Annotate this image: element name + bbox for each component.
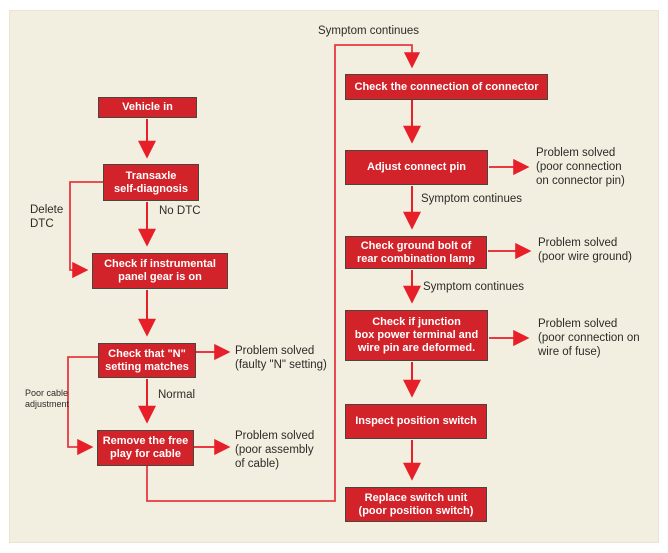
label-problem-solved-cable: Problem solved (poor assembly of cable)	[235, 430, 315, 470]
label-problem-solved-wire-ground: Problem solved (poor wire ground)	[538, 237, 632, 263]
node-check-junction-box: Check if junction box power terminal and…	[345, 310, 488, 361]
node-check-connector: Check the connection of connector	[345, 74, 548, 100]
node-check-n-setting: Check that "N" setting matches	[98, 343, 196, 378]
label-problem-solved-fuse: Problem solved (poor connection on wire …	[538, 318, 640, 358]
label-symptom-continues-top: Symptom continues	[318, 25, 419, 37]
label-symptom-continues-1: Symptom continues	[421, 193, 522, 205]
label-delete-dtc: Delete DTC	[30, 204, 64, 230]
node-check-instrument-panel: Check if instrumental panel gear is on	[92, 253, 228, 289]
node-adjust-connect-pin: Adjust connect pin	[345, 150, 488, 185]
node-check-ground-bolt: Check ground bolt of rear combination la…	[345, 236, 487, 269]
label-no-dtc: No DTC	[159, 205, 201, 217]
label-problem-solved-n-setting: Problem solved (faulty "N" setting)	[235, 345, 327, 371]
label-poor-cable-adjustment: Poor cable adjustment	[25, 388, 70, 409]
node-remove-free-play: Remove the free play for cable	[97, 430, 194, 466]
label-problem-solved-connector-pin: Problem solved (poor connection on conne…	[536, 147, 625, 187]
node-vehicle-in: Vehicle in	[98, 97, 197, 118]
node-replace-switch-unit: Replace switch unit (poor position switc…	[345, 487, 487, 522]
node-transaxle-self-diagnosis: Transaxle self-diagnosis	[103, 164, 199, 201]
label-symptom-continues-2: Symptom continues	[423, 281, 524, 293]
node-inspect-position-switch: Inspect position switch	[345, 404, 487, 439]
label-normal: Normal	[158, 389, 196, 401]
